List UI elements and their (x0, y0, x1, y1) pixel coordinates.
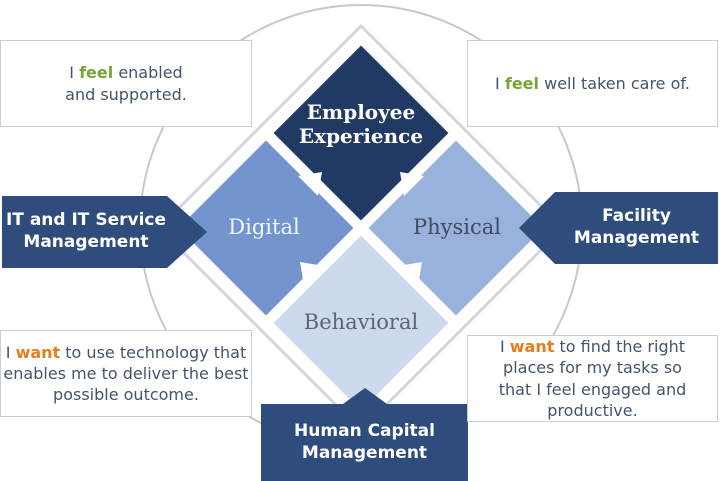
arrow-physical-to-center-icon (400, 172, 424, 196)
quote-text: I feel well taken care of. (473, 73, 713, 94)
quote-box-bottom-right: I want to find the right places for my t… (467, 335, 718, 422)
banner-human-capital-management-shape (261, 388, 468, 481)
quote-text: I want to use technology that enables me… (3, 342, 249, 406)
quote-box-bottom-left: I want to use technology that enables me… (0, 330, 252, 417)
banner-facility-management-label: Facility Management (573, 206, 700, 248)
quote-post: to use technology that enables me to del… (3, 342, 249, 405)
banner-it-service-management-label: IT and IT Service Management (5, 210, 166, 252)
banner-it-service-management-shape (2, 196, 207, 268)
quote-post: enabled and supported. (65, 63, 187, 104)
quote-keyword-want: want (509, 336, 555, 356)
quote-keyword-want: want (15, 342, 61, 362)
physical-diamond-label: Physical (412, 215, 502, 239)
banner-facility-management-shape (519, 192, 718, 264)
quote-box-top-right: I feel well taken care of. (467, 40, 718, 127)
behavioral-diamond-label: Behavioral (303, 310, 419, 334)
quote-pre: I (69, 63, 80, 83)
quote-post: to find the right places for my tasks so… (498, 336, 687, 420)
quote-text: I want to find the right places for my t… (495, 336, 690, 421)
quote-pre: I (499, 336, 510, 356)
arrow-behavioral-to-digital-icon (300, 262, 324, 286)
arrow-behavioral-to-physical-icon (398, 262, 422, 286)
quote-post: well taken care of. (539, 73, 690, 93)
center-diamond-label: Employee Experience (298, 100, 424, 149)
digital-diamond-label: Digital (228, 215, 300, 239)
quote-keyword-feel: feel (79, 63, 114, 83)
quote-pre: I (5, 342, 16, 362)
quote-text: I feel enabled and supported. (61, 62, 191, 105)
quote-keyword-feel: feel (504, 73, 540, 93)
quote-box-top-left: I feel enabled and supported. (0, 40, 252, 127)
quote-pre: I (495, 73, 505, 93)
banner-human-capital-management-label: Human Capital Management (294, 420, 435, 463)
arrow-digital-to-center-icon (298, 172, 322, 196)
